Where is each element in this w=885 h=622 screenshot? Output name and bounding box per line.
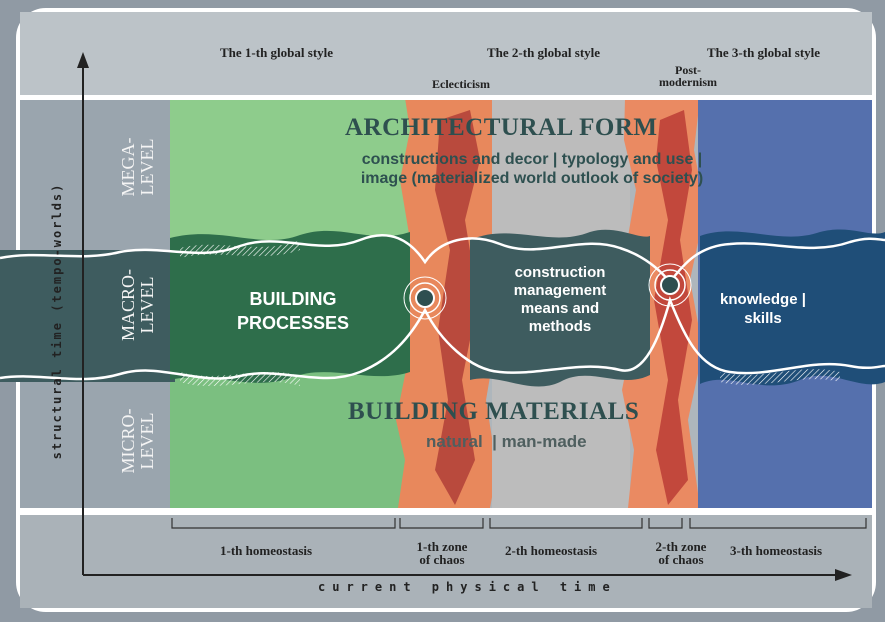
zone-chaos-1-red (435, 110, 480, 505)
architectural-form-line-1: constructions and decor | typology and u… (361, 151, 703, 168)
building-processes-line-2: PROCESSES (236, 313, 350, 333)
chaos-zone-1-line-1: 1-th zone (416, 539, 468, 554)
top-band (20, 12, 872, 98)
building-processes-line-1: BUILDING (249, 289, 337, 309)
mega-level-line-1: MEGA- (118, 137, 138, 197)
micro-level-line-2: LEVEL (137, 412, 157, 470)
band-top-hatch (180, 240, 300, 258)
homeostasis-3-label: 3-th homeostasis (730, 543, 823, 558)
macro-level-line-2: LEVEL (137, 276, 157, 334)
macro-band-green (170, 230, 410, 383)
construction-management-label: construction management means and method… (500, 264, 620, 336)
x-axis-arrow (835, 569, 852, 581)
bottom-band (20, 515, 872, 608)
postmodernism-line-2: modernism (659, 75, 717, 89)
chaos-zone-2-line-1: 2-th zone (655, 539, 707, 554)
band-top-wave (0, 234, 885, 285)
building-materials-subtitle: natural | man-made (426, 432, 587, 451)
global-style-1-label: The 1-th global style (220, 45, 334, 60)
chaos-zone-1-line-2: of chaos (419, 552, 465, 567)
band-hatch-right (720, 369, 840, 385)
knot-2 (648, 263, 692, 307)
construction-line-2: management (513, 282, 607, 299)
macro-band-blue (700, 229, 885, 386)
building-materials-title: BUILDING MATERIALS (348, 398, 640, 425)
x-axis-label: current physical time (318, 580, 617, 594)
knot-1 (403, 276, 447, 320)
construction-line-3: means and (520, 300, 600, 317)
band-bottom-hatch (180, 372, 300, 386)
main-top-line (20, 95, 872, 100)
macro-level-line-1: MACRO- (118, 269, 138, 342)
postmodernism-line-1: Post- (675, 63, 701, 77)
postmodernism-label: Post- modernism (648, 64, 728, 88)
homeostasis-2-label: 2-th homeostasis (505, 543, 598, 558)
mega-level-line-2: LEVEL (137, 138, 157, 196)
global-style-3-label: The 3-th global style (707, 45, 821, 60)
macro-band-middle (470, 229, 650, 387)
macro-band-left (0, 250, 175, 382)
chaos-zone-2-line-2: of chaos (658, 552, 704, 567)
mega-level-label: MEGA- LEVEL (118, 112, 157, 222)
architectural-form-title: ARCHITECTURAL FORM (345, 114, 658, 141)
architectural-form-line-2: image (materialized world outlook of soc… (360, 170, 704, 187)
global-style-2-label: The 2-th global style (487, 45, 601, 60)
period-brackets (171, 518, 867, 529)
construction-line-1: construction (514, 264, 606, 281)
chaos-zone-2-label: 2-th zone of chaos (636, 540, 726, 566)
y-axis-arrow (77, 52, 89, 68)
knowledge-line-2: skills (744, 310, 782, 327)
homeostasis-1-label: 1-th homeostasis (220, 543, 313, 558)
chaos-zone-1-label: 1-th zone of chaos (397, 540, 487, 566)
macro-level-label: MACRO- LEVEL (118, 250, 157, 360)
main-bottom-line (20, 508, 872, 515)
eclecticism-label: Eclecticism (432, 77, 490, 91)
construction-line-4: methods (528, 318, 592, 335)
micro-level-label: MICRO- LEVEL (118, 386, 157, 496)
knowledge-line-1: knowledge | (720, 291, 806, 308)
knowledge-skills-label: knowledge | skills (708, 290, 818, 328)
building-processes-label: BUILDING PROCESSES (218, 287, 368, 335)
micro-level-line-1: MICRO- (118, 408, 138, 474)
architectural-form-subtitle: constructions and decor | typology and u… (282, 150, 782, 188)
y-axis-label: structural time (tempo-worlds) (50, 182, 64, 460)
